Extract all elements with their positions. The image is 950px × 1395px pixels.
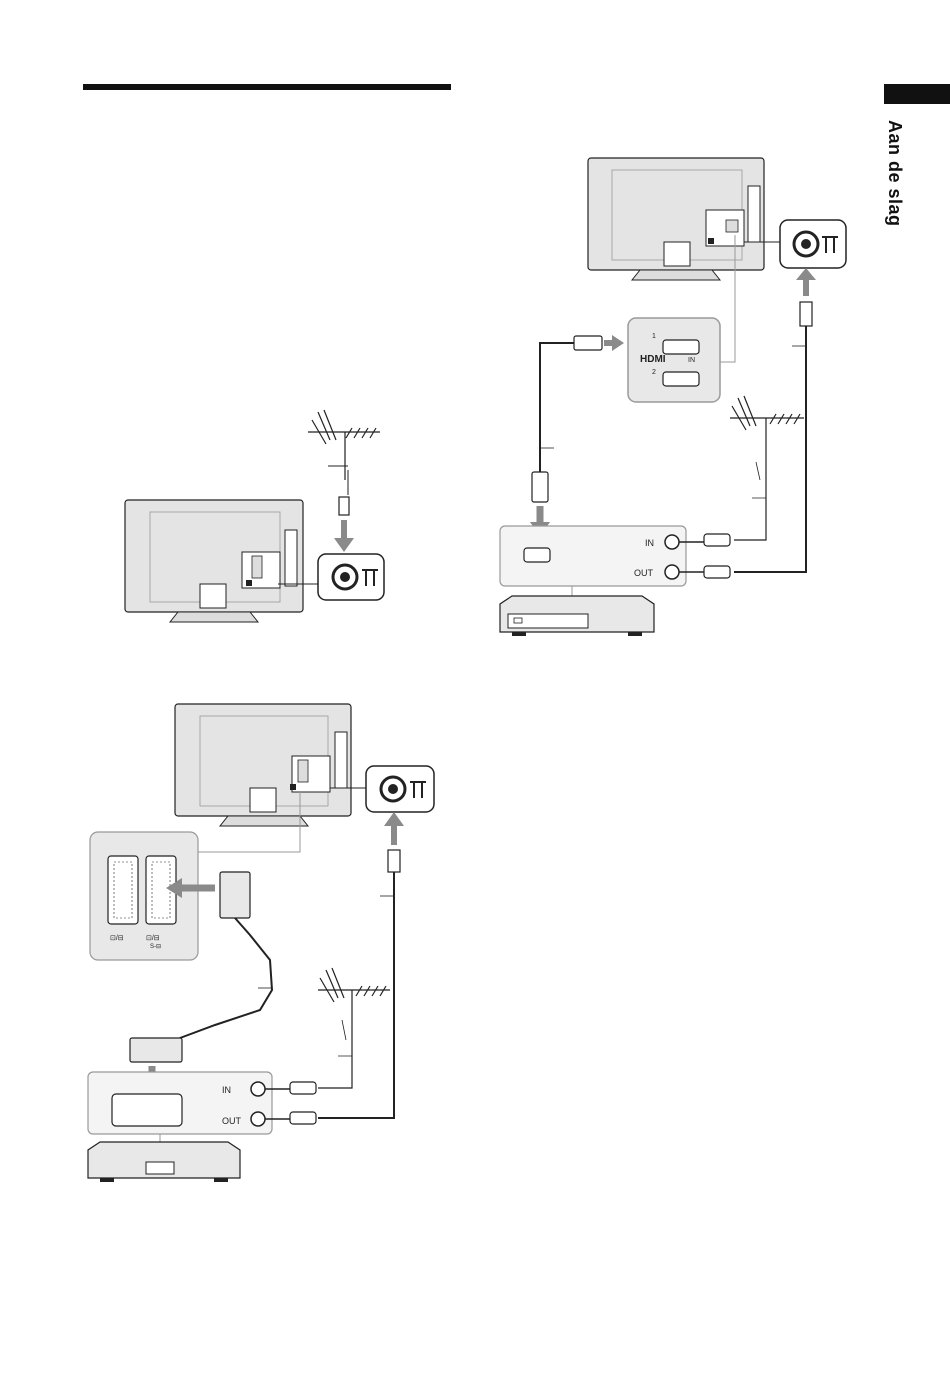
out-label-2: OUT [634, 568, 654, 578]
hdmi-logo: HDMI [640, 354, 666, 365]
coax-jack-icon [366, 766, 434, 812]
scart2-label: ⊡/⊟ [146, 935, 160, 942]
tv-rear-icon [125, 500, 303, 622]
coax-jack-icon [318, 554, 384, 600]
antenna-icon [318, 968, 390, 1088]
coax-jack-icon [780, 220, 846, 268]
in-label: IN [222, 1085, 231, 1095]
antenna-icon [730, 396, 804, 540]
hdmi-port-icon [524, 548, 550, 562]
tv-rear-icon [175, 704, 351, 826]
hdmi-panel: 1 HDMI IN 2 [628, 318, 720, 402]
scart2-sub: S-⊟ [150, 944, 161, 950]
out-label: OUT [222, 1116, 242, 1126]
recorder-panel: IN OUT [88, 1072, 290, 1134]
scart-port-icon [108, 856, 138, 924]
hdmi-port-icon [663, 340, 699, 354]
recorder-icon [88, 1142, 240, 1182]
diagram-antenna [125, 410, 384, 622]
diagram-scart-recorder: ⊡/⊟ ⊡/⊟ S-⊟ IN OUT [88, 704, 434, 1182]
antenna-icon [308, 410, 380, 480]
tv-rear-icon [588, 158, 764, 280]
hdmi-port-icon [663, 372, 699, 386]
recorder-panel: IN OUT [500, 526, 704, 586]
scart1-label: ⊡/⊟ [110, 935, 124, 942]
diagram-hdmi-recorder: 1 HDMI IN 2 IN OU [500, 158, 846, 636]
coax-plug-icon [339, 497, 349, 515]
in-label-2: IN [645, 538, 654, 548]
recorder-icon [500, 596, 654, 636]
hdmi-port-2-label: 2 [652, 369, 656, 376]
hdmi-port-1-label: 1 [652, 333, 656, 340]
hdmi-in-label: IN [688, 357, 695, 364]
